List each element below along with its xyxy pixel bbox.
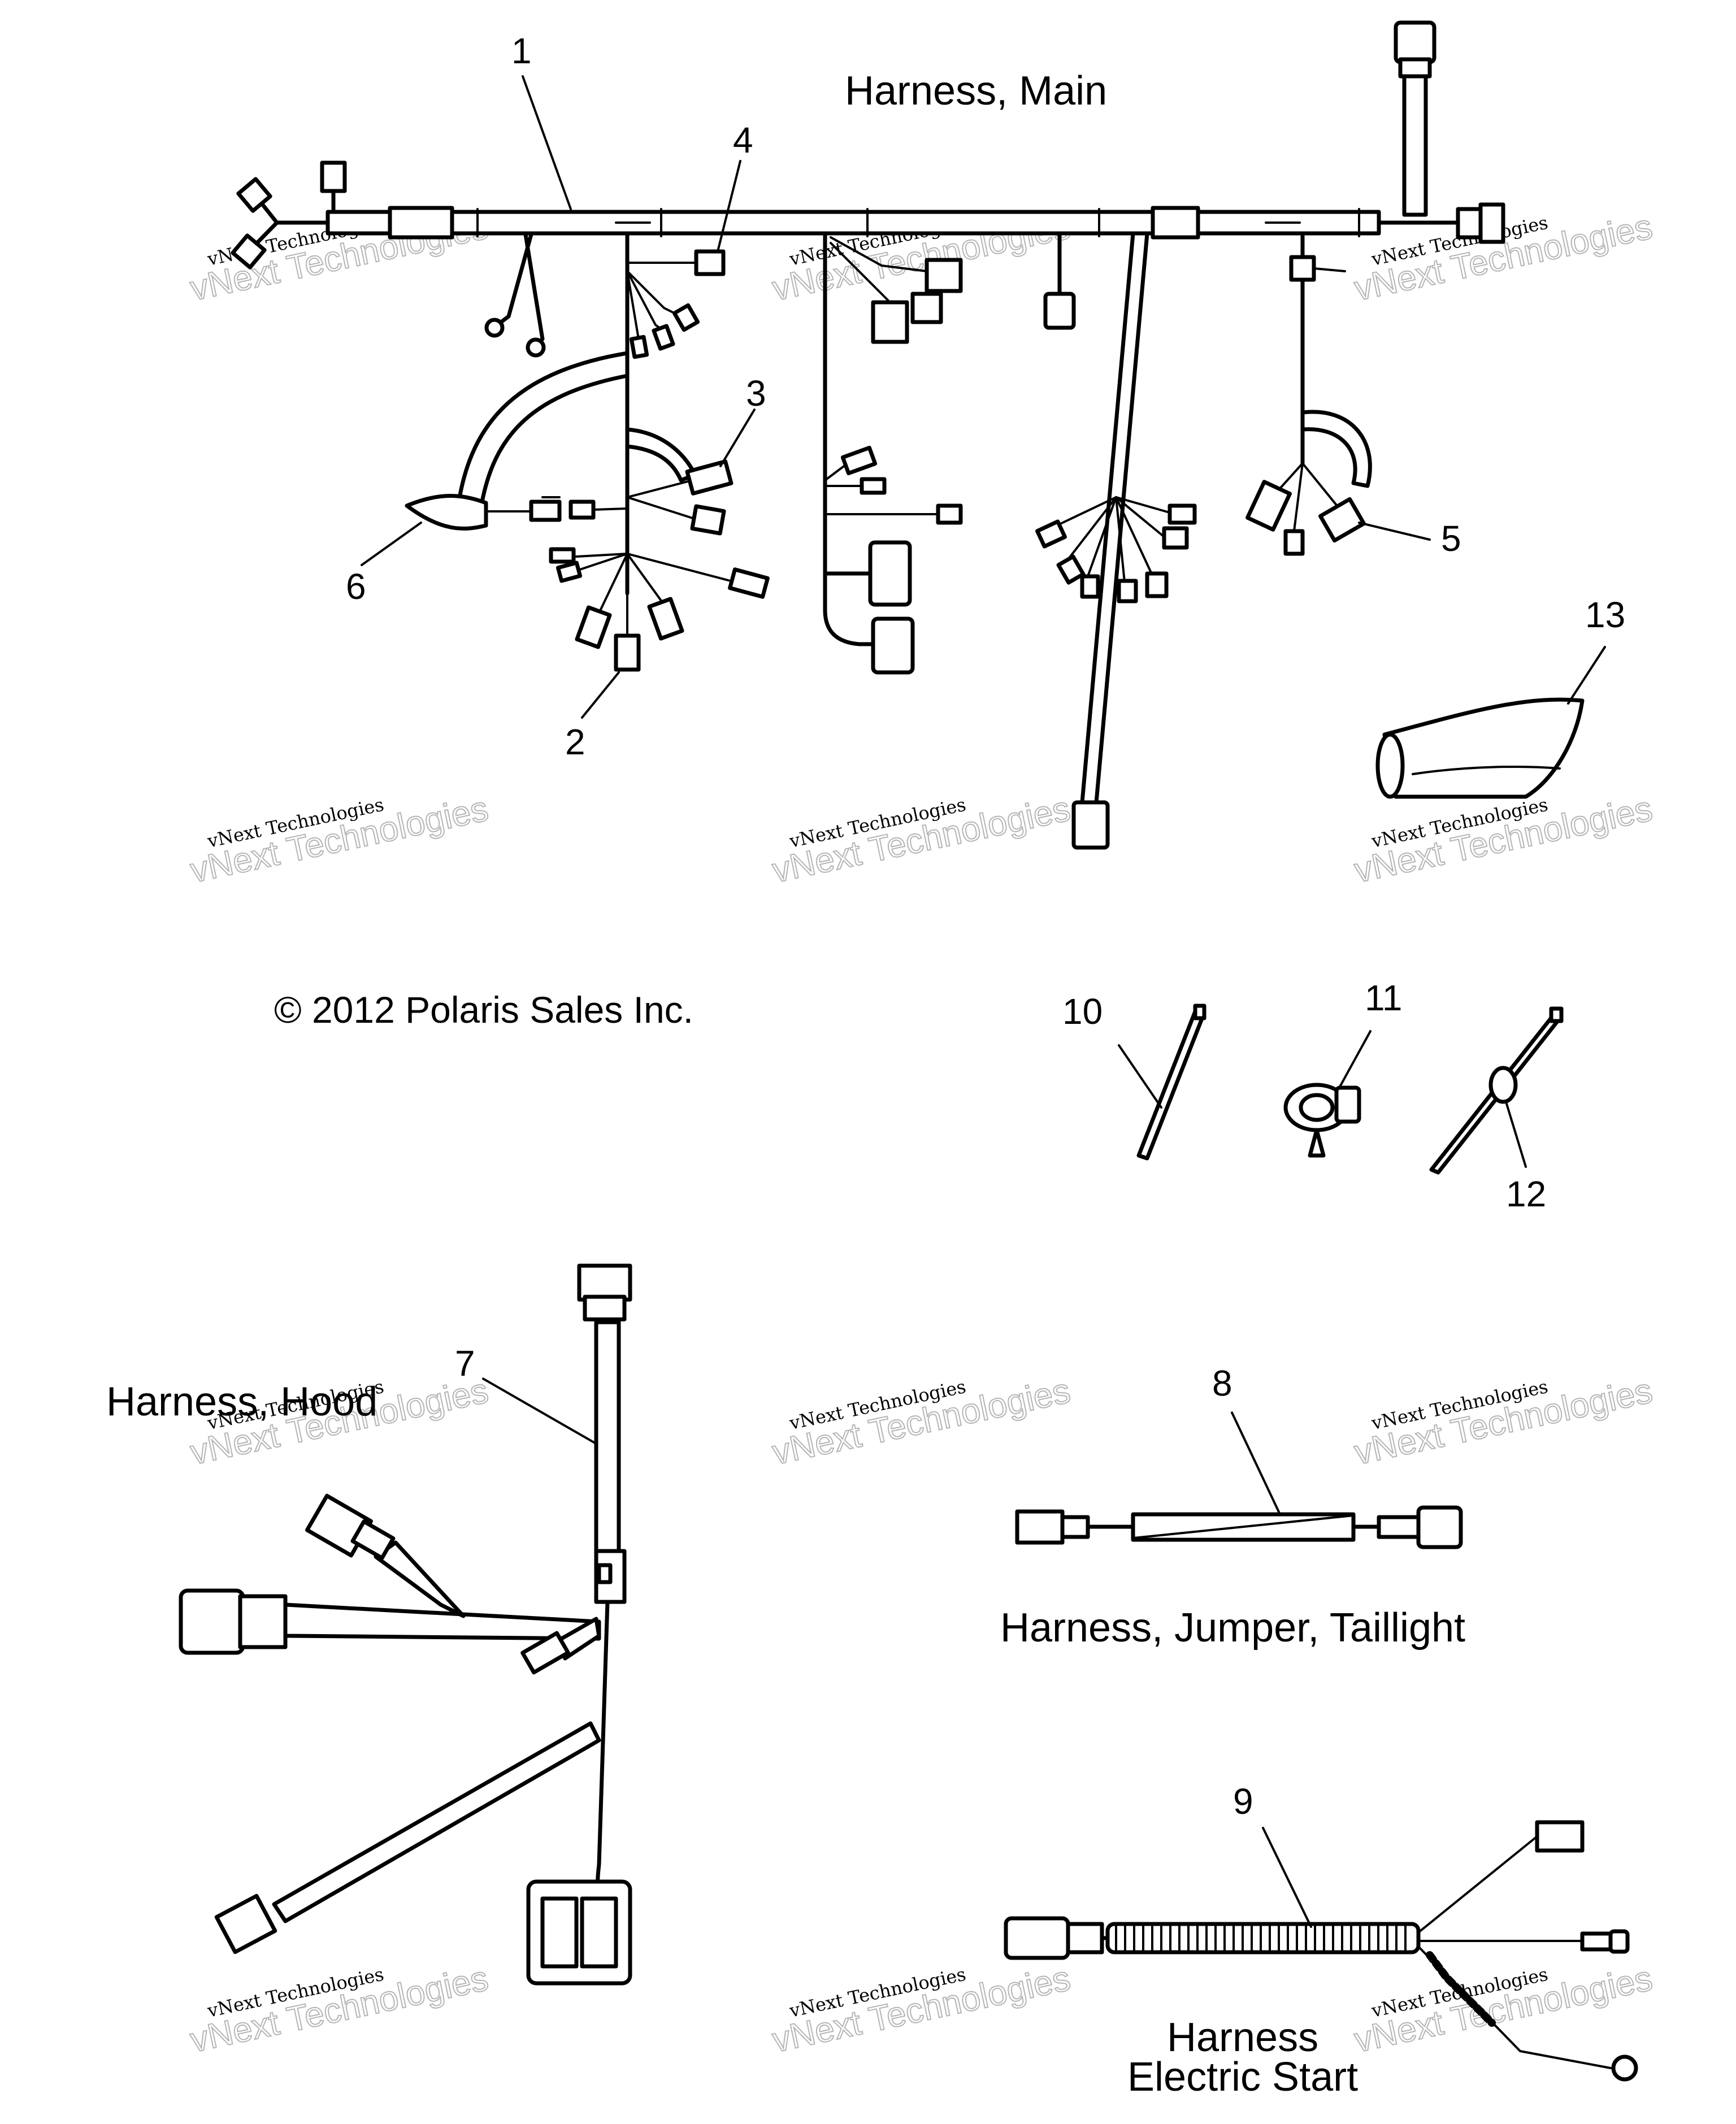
copyright-notice: © 2012 Polaris Sales Inc. <box>274 989 693 1031</box>
callout-numbers: 1 2 3 4 5 6 7 8 9 10 11 12 13 <box>346 31 1625 1822</box>
part-13-sleeve <box>1375 697 1585 799</box>
branch-left <box>405 231 770 672</box>
fasteners <box>1136 1004 1564 1175</box>
callout-2: 2 <box>565 722 585 762</box>
electric-start-harness <box>1004 1820 1638 2082</box>
watermarks: vNext Technologies vNext Technologies vN… <box>186 207 1656 2061</box>
sleeved-arc <box>455 351 630 514</box>
title-hood-harness: Harness, Hood <box>106 1379 377 1424</box>
trunk-sleeve <box>1151 206 1200 240</box>
hood-harness <box>179 1263 632 1986</box>
title-main-harness: Harness, Main <box>845 68 1107 114</box>
part-11-clip <box>1283 1083 1361 1158</box>
part-10-cable-tie <box>1136 1009 1206 1161</box>
title-electric-start-2: Electric Start <box>1127 2054 1358 2100</box>
callout-12: 12 <box>1506 1174 1546 1214</box>
callout-11: 11 <box>1365 978 1402 1018</box>
callout-9: 9 <box>1233 1781 1253 1822</box>
leader-lines <box>361 75 1606 1928</box>
taillight-jumper-harness <box>1015 1505 1463 1549</box>
callout-5: 5 <box>1441 518 1461 559</box>
part-12-tie-anchor <box>1429 1006 1564 1175</box>
titles: Harness, Main Harness, Hood Harness, Jum… <box>106 68 1465 2100</box>
branch-right <box>1245 231 1372 556</box>
title-taillight-jumper: Harness, Jumper, Taillight <box>1000 1605 1465 1650</box>
callout-3: 3 <box>746 373 766 414</box>
trunk-sleeve <box>388 206 454 240</box>
main-harness-trunk <box>326 210 1381 236</box>
branch-center-right <box>1035 231 1197 850</box>
callout-6: 6 <box>346 566 366 607</box>
callout-1: 1 <box>511 31 532 71</box>
branch-center <box>823 231 963 675</box>
callout-4: 4 <box>733 120 753 160</box>
title-electric-start-1: Harness <box>1167 2015 1318 2060</box>
main-harness <box>231 20 1505 358</box>
riser-branch <box>1402 74 1428 217</box>
corrugation <box>1115 1925 1407 1952</box>
callout-7: 7 <box>455 1343 475 1384</box>
callout-13: 13 <box>1585 594 1625 635</box>
callout-10: 10 <box>1062 991 1103 1032</box>
callout-8: 8 <box>1212 1363 1232 1404</box>
